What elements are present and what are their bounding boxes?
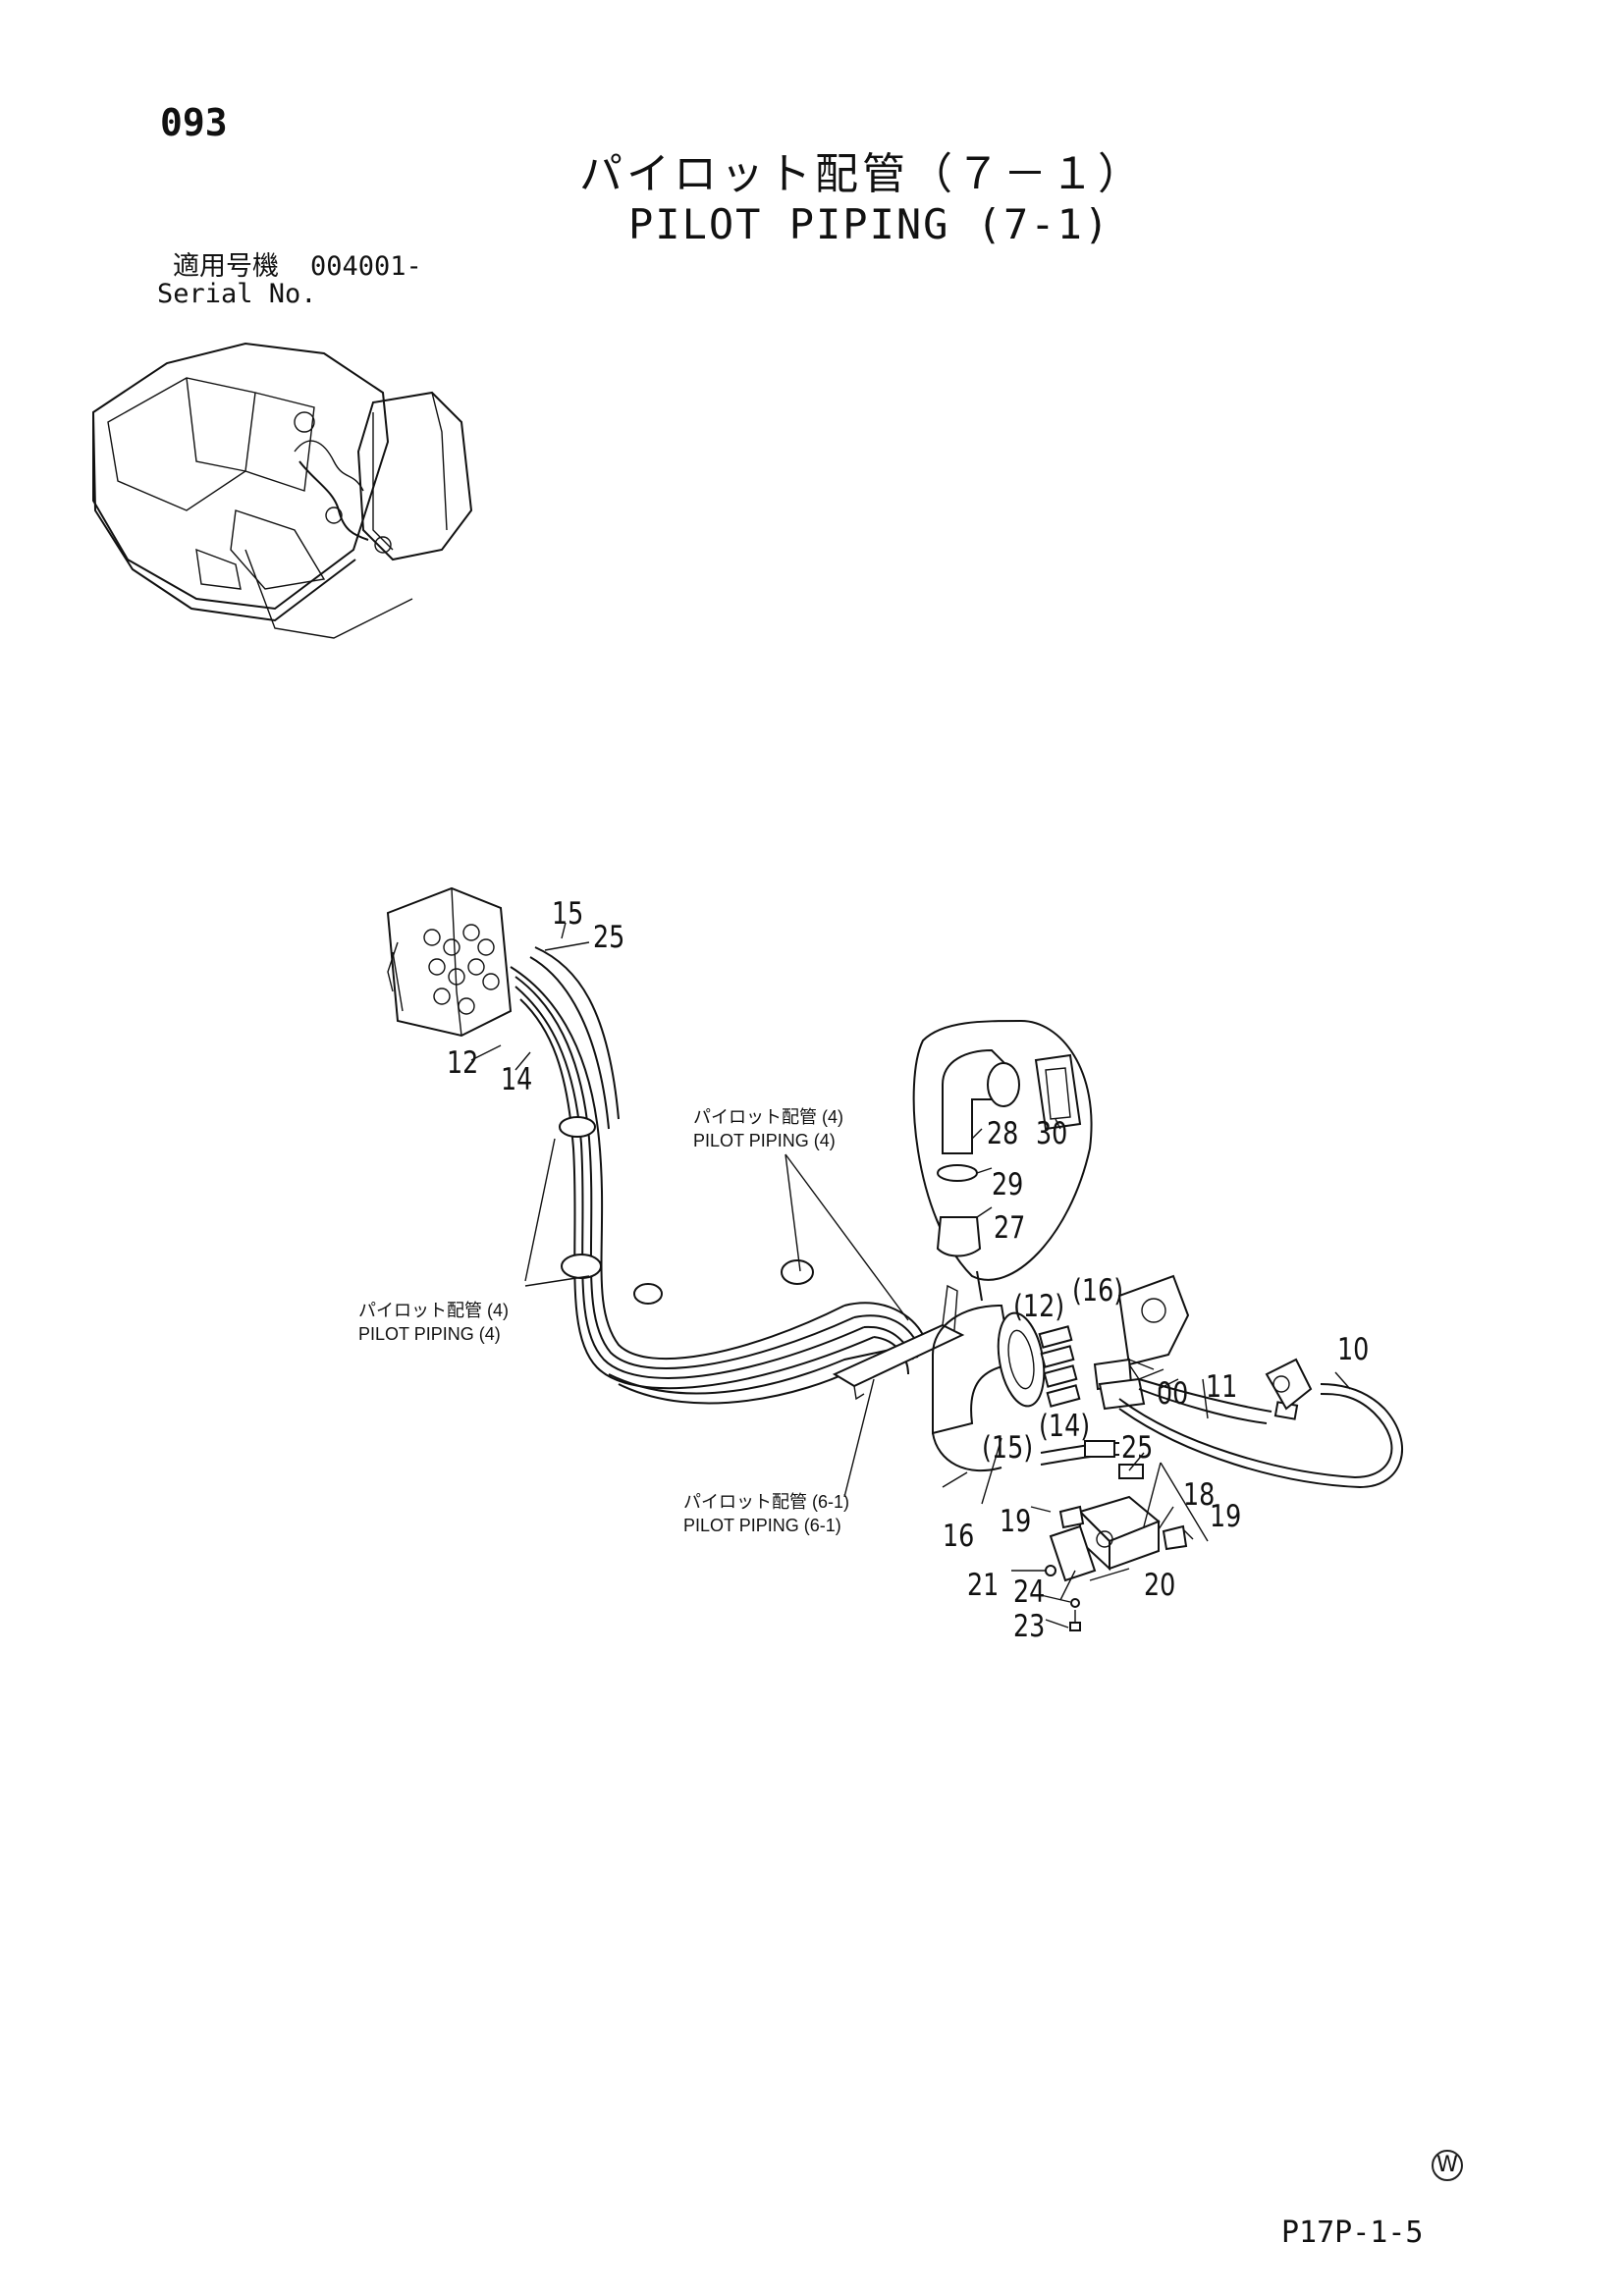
callout-21: 21: [967, 1568, 1000, 1603]
callout-28: 28: [987, 1116, 1019, 1151]
pilot-valve-block: [386, 886, 513, 1038]
ref-center-english: PILOT PIPING (4): [693, 1131, 836, 1150]
ref-bottom-english: PILOT PIPING (6-1): [683, 1516, 841, 1535]
callout-16-ref: (16): [1072, 1273, 1124, 1308]
callout-27: 27: [994, 1210, 1026, 1246]
callout-19-right: 19: [1210, 1499, 1242, 1534]
callout-14-ref: (14): [1039, 1409, 1091, 1444]
serial-label-japanese: 適用号機: [173, 251, 279, 282]
solenoid-valve: [1093, 1274, 1190, 1411]
page-title-english: PILOT PIPING (7-1): [628, 200, 1111, 248]
callout-00: 00: [1157, 1376, 1189, 1412]
callout-16: 16: [943, 1519, 975, 1554]
callout-25-lower: 25: [1121, 1430, 1154, 1466]
callout-15: 15: [552, 896, 584, 932]
callout-24: 24: [1013, 1575, 1046, 1610]
ref-left-japanese: パイロット配管 (4): [358, 1301, 509, 1320]
callout-23: 23: [1013, 1609, 1046, 1644]
callout-12: 12: [447, 1045, 479, 1081]
callout-10: 10: [1337, 1332, 1370, 1367]
callout-25: 25: [593, 920, 625, 955]
elbow-exploded-view: [912, 1019, 1093, 1302]
figure-code: P17P-1-5: [1281, 2216, 1424, 2250]
page-number: 093: [160, 101, 228, 144]
serial-label-english: Serial No.: [157, 279, 317, 309]
hose-clamps: [559, 1116, 814, 1305]
serial-value: 004001-: [310, 251, 422, 282]
callout-20: 20: [1144, 1568, 1176, 1603]
callout-12-ref: (12): [1013, 1289, 1065, 1324]
pilot-hose-bundle: [510, 946, 924, 1405]
callout-11: 11: [1206, 1369, 1238, 1405]
w-circle-mark: W: [1432, 2150, 1463, 2181]
ref-bottom-japanese: パイロット配管 (6-1): [683, 1492, 850, 1512]
mounting-bracket: [832, 1284, 965, 1401]
page-title-japanese: パイロット配管（７－１）: [579, 149, 1145, 199]
callout-29: 29: [992, 1167, 1024, 1202]
leader-lines: [470, 922, 1351, 1629]
callout-18: 18: [1183, 1477, 1216, 1513]
ref-left-english: PILOT PIPING (4): [358, 1324, 501, 1344]
callout-15-ref: (15): [982, 1430, 1034, 1466]
callout-19-left: 19: [1000, 1504, 1032, 1539]
callout-30: 30: [1036, 1116, 1068, 1151]
manifold-block-assembly: [1040, 1440, 1188, 1631]
ref-center-japanese: パイロット配管 (4): [693, 1107, 843, 1127]
hoses-to-pressure-switch: [1118, 1358, 1403, 1489]
callout-14: 14: [501, 1062, 533, 1097]
machine-location-thumbnail: [92, 342, 473, 639]
elbow-assembly: [932, 1304, 1081, 1472]
